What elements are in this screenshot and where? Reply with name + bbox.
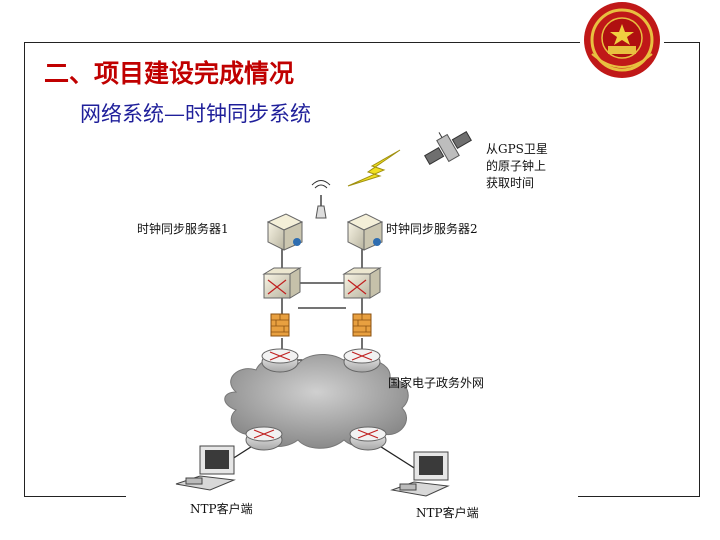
antenna-icon xyxy=(311,180,331,219)
network-label: 国家电子政务外网 xyxy=(388,376,485,390)
lightning-icon xyxy=(347,149,401,187)
computer-icon xyxy=(175,445,236,491)
gps-note-line-1: 从GPS卫星 xyxy=(486,142,548,156)
frame-bottom-right-line xyxy=(578,496,700,497)
router-icon xyxy=(245,426,283,451)
frame-bottom-left-line xyxy=(24,496,126,497)
gps-note-line-3: 获取时间 xyxy=(486,176,535,190)
router-icon xyxy=(343,348,381,373)
server2-label: 时钟同步服务器2 xyxy=(386,222,478,236)
switch-icon xyxy=(342,267,382,299)
frame-top-right-line xyxy=(664,42,700,43)
client1-label: NTP客户端 xyxy=(190,502,253,516)
router-icon xyxy=(349,426,387,451)
client2-label: NTP客户端 xyxy=(416,506,479,520)
frame-right-line xyxy=(699,42,700,496)
server-icon xyxy=(266,213,304,251)
switch-icon xyxy=(262,267,302,299)
gps-note-line-2: 的原子钟上 xyxy=(486,159,547,173)
frame-left-line xyxy=(24,42,25,496)
firewall-icon xyxy=(352,313,372,337)
server1-label: 时钟同步服务器1 xyxy=(137,222,229,236)
satellite-icon xyxy=(424,130,472,166)
slide-subtitle: 网络系统—时钟同步系统 xyxy=(80,102,311,126)
server-icon xyxy=(346,213,384,251)
computer-icon xyxy=(390,451,450,497)
frame-top-line xyxy=(24,42,580,43)
emblem-icon xyxy=(584,2,660,78)
firewall-icon xyxy=(270,313,290,337)
router-icon xyxy=(261,348,299,373)
slide-title: 二、项目建设完成情况 xyxy=(44,59,295,88)
